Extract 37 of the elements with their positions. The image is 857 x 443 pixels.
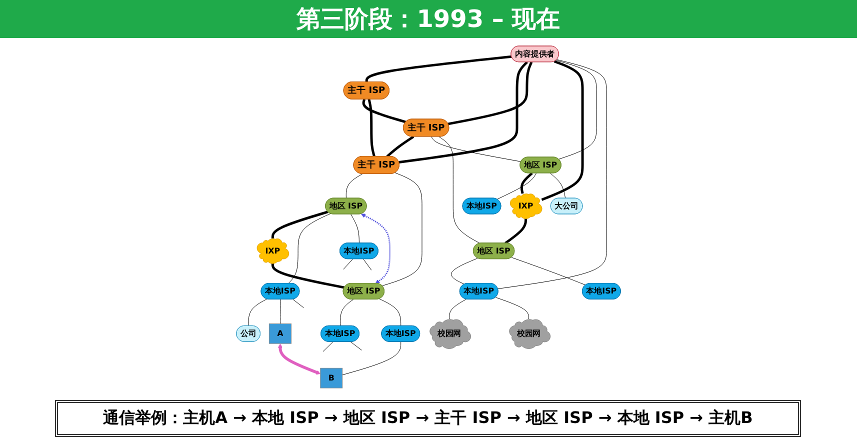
title-banner: 第三阶段：1993 – 现在 — [0, 0, 857, 38]
connector — [350, 214, 360, 244]
connector — [365, 55, 512, 82]
connector — [248, 298, 268, 326]
connector — [362, 99, 406, 124]
connector — [342, 342, 402, 376]
connector — [451, 258, 478, 285]
connector — [343, 258, 354, 270]
connector — [382, 172, 422, 286]
connector — [496, 172, 537, 200]
connector — [322, 342, 334, 352]
connector — [292, 299, 304, 308]
connector — [504, 218, 528, 244]
arrow — [361, 214, 390, 284]
connector — [350, 342, 362, 350]
connector — [398, 61, 528, 164]
connector — [448, 298, 466, 320]
connector — [363, 258, 372, 270]
connector — [550, 172, 566, 199]
caption: 通信举例：主机A → 本地 ISP → 地区 ISP → 主干 ISP → 地区 ISP → 本地 ISP → 主机B — [55, 400, 801, 437]
connector — [498, 59, 607, 290]
connector — [368, 99, 376, 157]
connector — [556, 60, 597, 160]
connector — [438, 136, 480, 244]
arrow — [278, 344, 321, 374]
connector — [448, 62, 533, 126]
connector — [541, 60, 584, 201]
connector — [520, 172, 533, 194]
connector — [511, 257, 586, 286]
connector — [386, 136, 414, 158]
connector — [340, 299, 354, 326]
connector — [280, 299, 281, 324]
connector — [431, 136, 522, 162]
connector — [288, 213, 331, 284]
connector — [495, 297, 529, 320]
connector — [379, 298, 402, 326]
connector — [346, 174, 363, 199]
